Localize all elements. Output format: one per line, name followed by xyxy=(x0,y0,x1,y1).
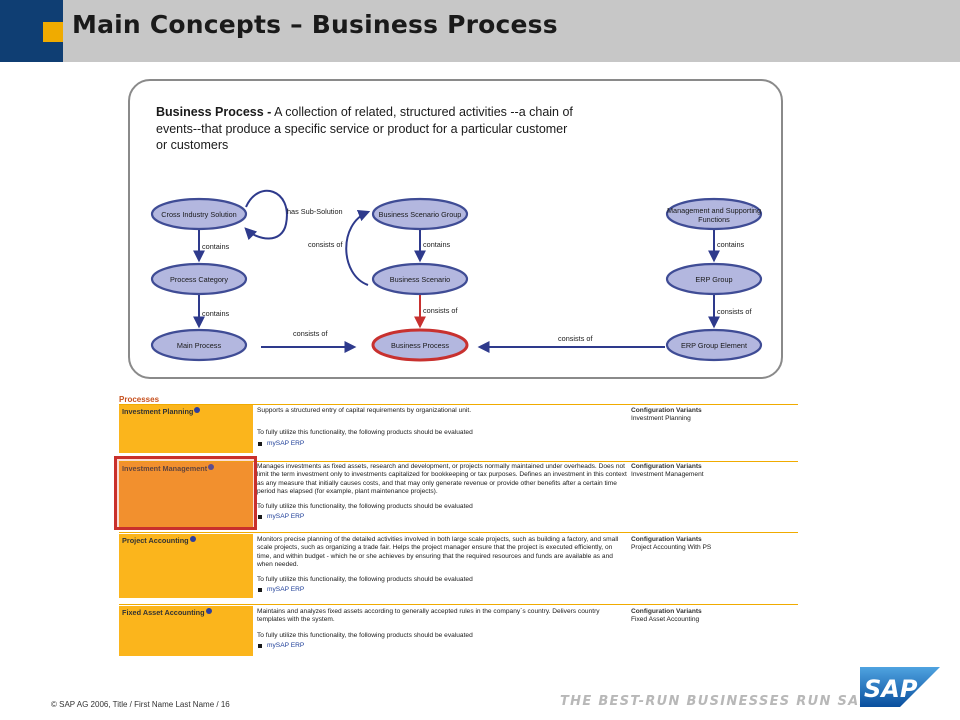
sap-logo-shape xyxy=(860,667,940,707)
config-title: Configuration Variants xyxy=(631,463,702,470)
process-name-label: Investment Management xyxy=(122,464,208,473)
info-dot-icon[interactable] xyxy=(194,407,201,413)
node-management-supporting-functions xyxy=(665,197,763,231)
business-process-diagram: Cross Industry Solution Process Category… xyxy=(150,189,763,362)
node-cross-industry-solution xyxy=(150,197,248,231)
header-bar xyxy=(63,0,960,62)
config-variant: Project Accounting With PS xyxy=(631,544,712,552)
eval-text: To fully utilize this functionality, the… xyxy=(257,631,473,639)
definition-text: Business Process - A collection of relat… xyxy=(156,104,576,154)
config-variant: Fixed Asset Accounting xyxy=(631,616,700,624)
config-title: Configuration Variants xyxy=(631,536,702,543)
eval-text: To fully utilize this functionality, the… xyxy=(257,503,473,511)
edge-label-has-sub-solution: has Sub-Solution xyxy=(287,207,343,216)
node-business-process xyxy=(371,328,469,362)
edge-label-consists-of-left: consists of xyxy=(293,329,328,338)
config-investment-planning: Configuration Variants Investment Planni… xyxy=(631,407,796,424)
process-desc-project-accounting: Monitors precise planning of the detaile… xyxy=(257,536,627,595)
title-bullet-square xyxy=(43,22,63,42)
process-name-label: Investment Planning xyxy=(122,407,194,416)
node-label-business-process: Business Process xyxy=(391,341,449,350)
definition-body: A collection of related, structured acti… xyxy=(156,105,573,152)
product-link[interactable]: mySAP ERP xyxy=(257,513,627,521)
node-label-process-category: Process Category xyxy=(170,275,228,284)
node-label-cross-industry: Cross Industry Solution xyxy=(161,210,236,219)
config-title: Configuration Variants xyxy=(631,608,702,615)
edge-label-contains-3: contains xyxy=(423,240,451,249)
process-desc-text: Supports a structured entry of capital r… xyxy=(257,407,472,414)
row-divider xyxy=(119,604,798,605)
sap-logo: SAP xyxy=(860,667,940,707)
node-label-erp-group: ERP Group xyxy=(695,275,732,284)
info-dot-icon[interactable] xyxy=(208,464,215,470)
info-dot-icon[interactable] xyxy=(205,608,212,614)
node-label-scenario-group: Business Scenario Group xyxy=(379,210,462,219)
node-process-category xyxy=(150,262,248,296)
config-project-accounting: Configuration Variants Project Accountin… xyxy=(631,536,796,553)
edge-label-contains-4: contains xyxy=(717,240,745,249)
edge-label-consists-of-right: consists of xyxy=(717,307,752,316)
edge-label-contains-1: contains xyxy=(202,242,230,251)
process-name-project-accounting[interactable]: Project Accounting xyxy=(119,534,253,598)
eval-text: To fully utilize this functionality, the… xyxy=(257,576,473,584)
config-variant: Investment Management xyxy=(631,471,704,479)
edge-label-consists-of-loop: consists of xyxy=(308,240,343,249)
node-erp-group xyxy=(665,262,763,296)
edge-label-consists-of-mid: consists of xyxy=(423,306,458,315)
node-label-scenario: Business Scenario xyxy=(390,275,450,284)
edge-label-contains-2: contains xyxy=(202,309,230,318)
config-variant: Investment Planning xyxy=(631,415,691,423)
eval-text: To fully utilize this functionality, the… xyxy=(257,429,473,437)
config-fixed-asset-accounting: Configuration Variants Fixed Asset Accou… xyxy=(631,608,796,625)
product-link[interactable]: mySAP ERP xyxy=(257,642,627,650)
node-business-scenario-group xyxy=(371,197,469,231)
footer-copyright: © SAP AG 2006, Title / First Name Last N… xyxy=(51,700,230,709)
arrow-consists-of-loop xyxy=(345,210,371,286)
node-label-mgmt-line1: Management and Supporting xyxy=(667,206,761,215)
config-investment-management: Configuration Variants Investment Manage… xyxy=(631,463,796,480)
process-desc-text: Manages investments as fixed assets, res… xyxy=(257,463,627,495)
process-desc-fixed-asset-accounting: Maintains and analyzes fixed assets acco… xyxy=(257,608,627,650)
product-link[interactable]: mySAP ERP xyxy=(257,440,627,448)
node-label-mgmt-line2: Functions xyxy=(698,215,730,224)
config-title: Configuration Variants xyxy=(631,407,702,414)
process-name-fixed-asset-accounting[interactable]: Fixed Asset Accounting xyxy=(119,606,253,656)
process-name-label: Project Accounting xyxy=(122,536,189,545)
diagram-frame xyxy=(128,79,783,379)
definition-term: Business Process - xyxy=(156,105,272,119)
row-divider xyxy=(119,532,798,533)
row-divider xyxy=(119,404,798,405)
process-name-investment-planning[interactable]: Investment Planning xyxy=(119,405,253,453)
page-title: Main Concepts – Business Process xyxy=(72,10,558,39)
info-dot-icon[interactable] xyxy=(189,536,196,542)
node-erp-group-element xyxy=(665,328,763,362)
arrow-has-sub-solution xyxy=(244,189,288,241)
node-label-erp-element: ERP Group Element xyxy=(681,341,747,350)
edge-label-consists-of-right2: consists of xyxy=(558,334,593,343)
footer-tagline: THE BEST-RUN BUSINESSES RUN SAP™ xyxy=(560,694,885,709)
processes-heading: Processes xyxy=(119,395,160,404)
highlight-frame xyxy=(114,456,257,530)
process-desc-text: Monitors precise planning of the detaile… xyxy=(257,536,619,568)
process-name-label: Fixed Asset Accounting xyxy=(122,608,205,617)
row-divider xyxy=(119,461,798,462)
process-desc-investment-management: Manages investments as fixed assets, res… xyxy=(257,463,627,522)
node-label-main-process: Main Process xyxy=(177,341,222,350)
node-business-scenario xyxy=(371,262,469,296)
product-link[interactable]: mySAP ERP xyxy=(257,586,627,594)
node-main-process xyxy=(150,328,248,362)
process-desc-text: Maintains and analyzes fixed assets acco… xyxy=(257,608,600,624)
process-name-investment-management[interactable]: Investment Management xyxy=(119,462,253,528)
process-desc-investment-planning: Supports a structured entry of capital r… xyxy=(257,407,627,448)
sap-logo-text: SAP xyxy=(864,675,918,703)
